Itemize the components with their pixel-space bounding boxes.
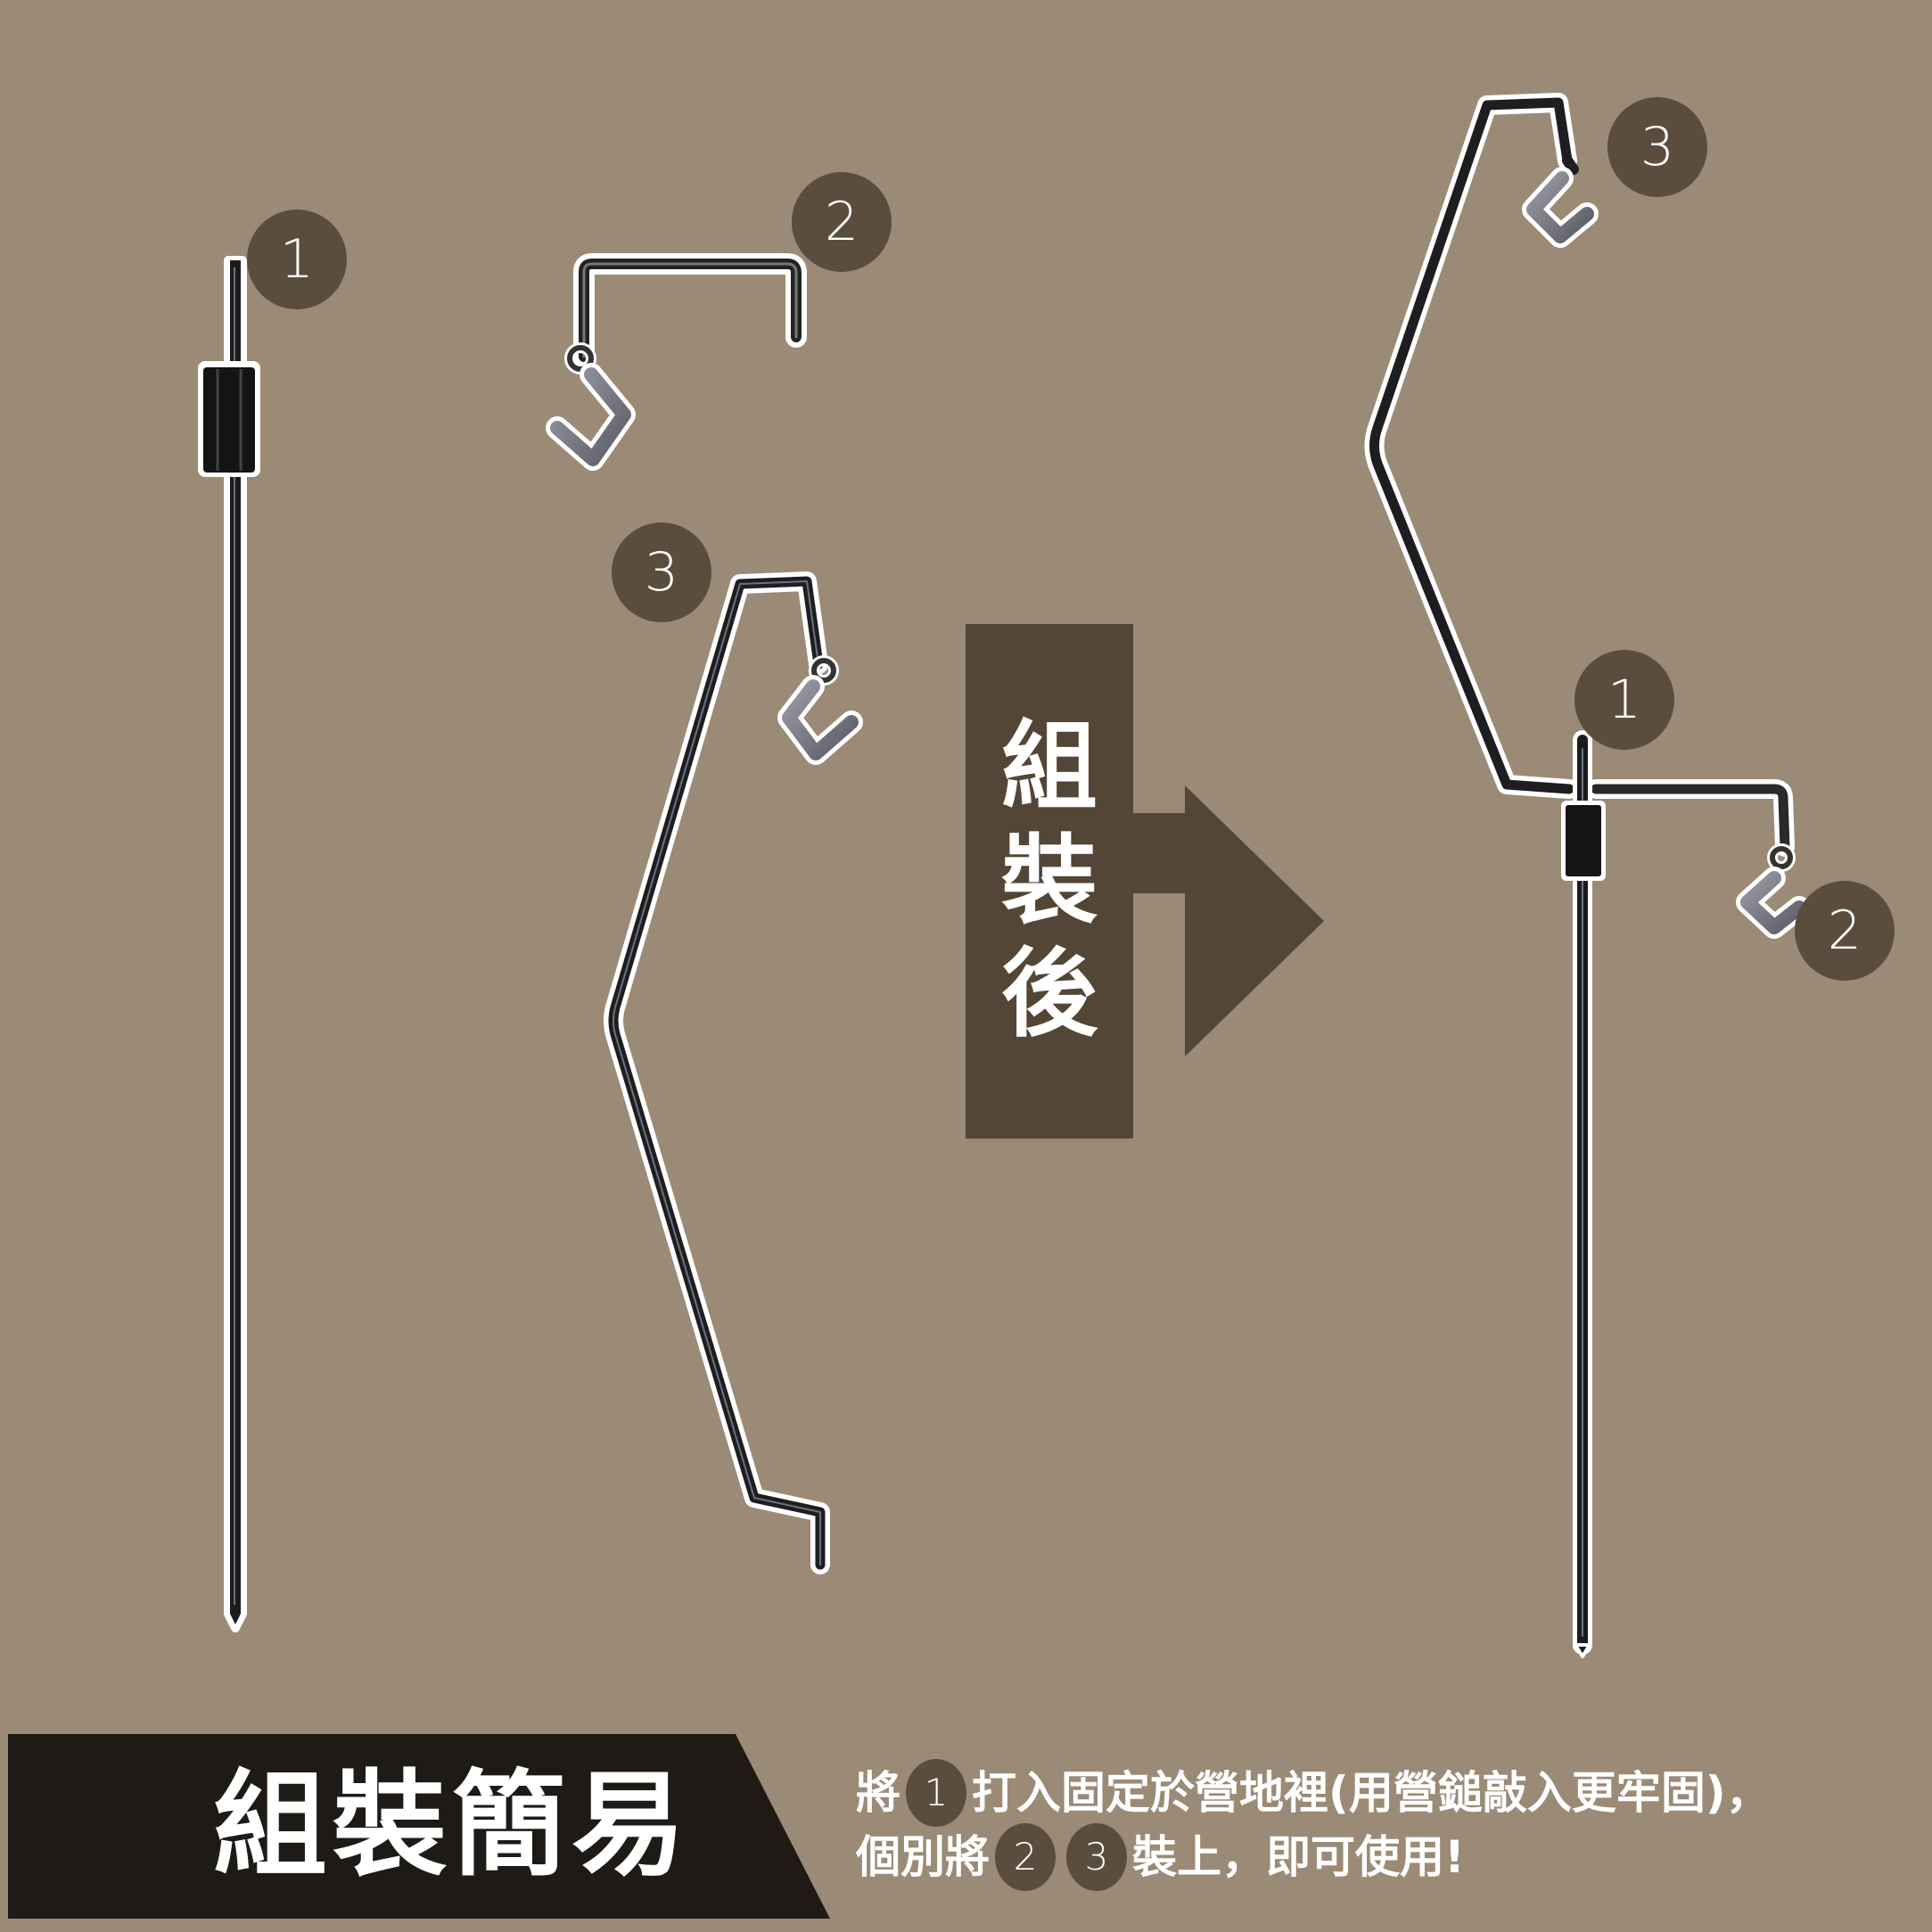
badge-number: 3 [644,541,679,604]
assembled-badge-1: 1 [1574,650,1674,750]
instruction-line-2: 個別將 2 3 裝上，即可使用! [856,1823,1771,1891]
badge-number: 3 [1640,116,1675,178]
label-char: 組 [1000,711,1098,824]
assembled-badge-3: 3 [1607,97,1707,197]
arrow-head-icon [1185,785,1324,1056]
instruction-line-1: 將 1 打入固定於營地裡(用營鎚敲入更牢固)， [856,1759,1771,1827]
badge-number: 1 [1607,669,1642,731]
assembled-badge-2: 2 [1795,881,1895,981]
tall-hook-arm-part [604,571,863,1574]
assembled-unit [1364,93,1811,1658]
stake-pole-part [198,256,260,1632]
instruction-text: 個別將 [856,1831,990,1883]
instruction-text: 打入固定於營地裡(用營鎚敲入更牢固)， [972,1767,1771,1819]
label-char: 裝 [1000,825,1098,937]
banner-shape [8,1734,830,1919]
label-char: 後 [1000,939,1098,1051]
arrow-right-icon [1133,813,1187,893]
title-banner: 組裝簡易 [8,1734,830,1919]
assembled-sleeve [1561,801,1606,881]
instruction-text: 將 [856,1767,900,1819]
badge-number: 2 [824,191,859,253]
after-assembly-label: 組 裝 後 [966,624,1133,1139]
part-badge-1: 1 [247,210,347,309]
inline-badge-3: 3 [1066,1823,1127,1891]
short-hook-arm-part [546,253,807,471]
inline-badge-2: 2 [995,1823,1056,1891]
badge-number: 1 [279,228,315,291]
inline-badge-1: 1 [906,1759,966,1827]
part-badge-3: 3 [612,522,711,622]
instruction-text: 裝上，即可使用! [1132,1831,1465,1883]
badge-number: 2 [1827,900,1862,962]
banner-title: 組裝簡易 [213,1759,692,1892]
part-badge-2: 2 [792,172,892,272]
instructions: 將 1 打入固定於營地裡(用營鎚敲入更牢固)， 個別將 2 3 裝上，即可使用! [856,1759,1771,1891]
